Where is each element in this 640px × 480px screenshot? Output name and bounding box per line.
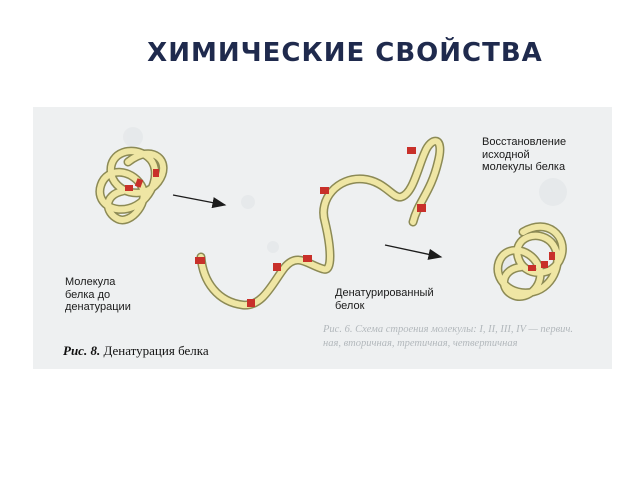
arrow-to-denatured [172,194,227,209]
bond-marker [247,299,255,307]
denatured-label-line-2: белок [335,299,365,312]
disulfide-bond-marker [125,185,133,191]
native-label-line-2: белка до [65,288,111,301]
background-text-line-1: Рис. 6. Схема строения молекулы: I, II, … [323,324,574,335]
bond-marker [407,147,416,154]
caption-text: Денатурация белка [100,343,209,358]
bond-marker [303,255,312,262]
background-text-line-2: ная, вторичная, третичная, четвертичная [323,338,518,349]
bond-marker [273,263,281,271]
restored-protein-label: Восстановление исходной молекулы белка [482,136,566,174]
denatured-protein-strand [195,136,445,310]
bond-marker [320,187,329,194]
bond-marker [417,204,426,212]
disulfide-bond-marker [134,178,144,188]
native-label-line-1: Молекула [65,276,116,288]
disulfide-bond-marker [541,261,548,268]
native-protein-label: Молекула белка до денатурации [65,276,131,314]
protein-denaturation-figure: Рис. 6. Схема строения молекулы: I, II, … [33,107,612,369]
bond-marker [195,257,205,264]
figure-caption: Рис. 8. Денатурация белка [63,343,209,359]
native-protein-coil [95,146,168,225]
restored-label-line-3: молекулы белка [482,161,566,173]
slide-title: ХИМИЧЕСКИЕ СВОЙСТВА [147,38,543,68]
background-page-text: Рис. 6. Схема строения молекулы: I, II, … [323,323,608,351]
native-label-line-3: денатурации [65,301,131,313]
restored-label-line-2: исходной [482,148,530,161]
disulfide-bond-marker [528,265,536,271]
arrow-to-restored [384,244,443,260]
disulfide-bond-marker [153,169,159,177]
disulfide-bond-marker [549,252,555,260]
restored-protein-coil [493,222,567,301]
denatured-label-line-1: Денатурированный [335,287,434,299]
caption-label: Рис. 8. [63,343,101,358]
denatured-protein-label: Денатурированный белок [335,287,434,312]
restored-label-line-1: Восстановление [482,136,567,148]
denaturation-illustration [95,127,567,310]
